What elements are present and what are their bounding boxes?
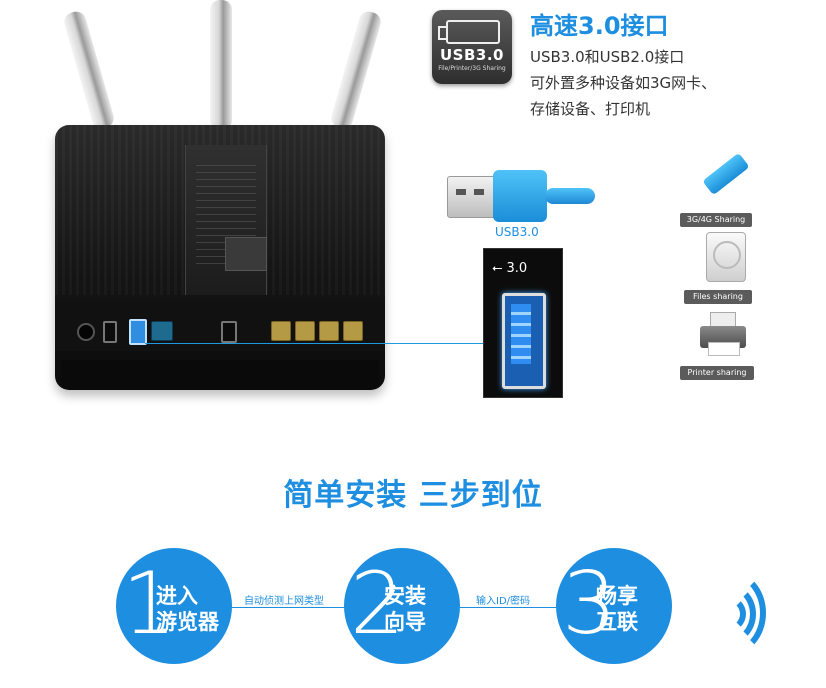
connector-line-2 <box>460 607 560 608</box>
connector-label-2: 输入ID/密码 <box>476 596 531 607</box>
router-image <box>55 125 385 390</box>
step-2-circle: 2 安装 向导 <box>344 548 460 664</box>
callout-line <box>145 343 495 344</box>
hard-disk-icon <box>706 232 746 282</box>
usb2-port <box>103 321 117 343</box>
step-2-line-1: 安装 <box>384 584 426 608</box>
connector-label-1: 自动侦测上网类型 <box>244 596 324 607</box>
step-3-circle: 3 畅享 互联 <box>556 548 672 664</box>
step-1-circle: 1 进入 游览器 <box>116 548 232 664</box>
usb-section-title: 高速3.0接口 <box>530 12 669 40</box>
reset-button <box>221 321 237 343</box>
usb-cable-wire <box>545 188 595 204</box>
router-base <box>61 360 379 390</box>
usb-logo-subtext: File/Printer/3G Sharing <box>438 65 506 72</box>
antenna-left <box>61 9 117 131</box>
lan-port-1 <box>271 321 291 341</box>
usb3-port-closeup: ⭠ 3.0 <box>483 248 563 398</box>
step-3-line-1: 畅享 <box>596 584 638 608</box>
usb-stick-icon <box>702 152 750 196</box>
lan-port-4 <box>343 321 363 341</box>
antenna-right <box>328 9 384 131</box>
device-tag-files: Files sharing <box>684 290 752 304</box>
usb-cable-body <box>493 170 547 222</box>
router-sticker <box>225 237 267 271</box>
step-3-line-2: 互联 <box>596 610 638 634</box>
usb-desc-line-2: 可外置多种设备如3G网卡、 <box>530 74 717 92</box>
usb-cable-plug-icon <box>447 176 499 218</box>
usb3-port <box>129 319 147 345</box>
usb-symbol-label: ⭠ 3.0 <box>492 261 528 276</box>
usb-desc-line-1: USB3.0和USB2.0接口 <box>530 48 685 66</box>
usb-desc-line-3: 存储设备、打印机 <box>530 100 651 118</box>
router-label-panel <box>185 145 267 295</box>
connector-line-1 <box>226 607 356 608</box>
step-2-line-2: 向导 <box>384 610 426 634</box>
step-1-line-1: 进入 <box>156 584 198 608</box>
usb3-logo-icon: USB3.0 File/Printer/3G Sharing <box>432 10 512 84</box>
wan-port <box>151 321 173 341</box>
power-port <box>77 323 95 341</box>
step-3-number: 3 <box>562 554 617 654</box>
usb-plug-icon <box>438 20 500 44</box>
usb3-port-icon <box>502 293 546 389</box>
usb-logo-text: USB3.0 <box>440 46 504 64</box>
printer-icon <box>700 312 746 356</box>
cable-label: USB3.0 <box>495 225 539 239</box>
install-headline: 简单安装 三步到位 <box>283 478 543 513</box>
step-1-number: 1 <box>122 554 177 654</box>
antenna-center <box>210 0 232 130</box>
step-1-line-2: 游览器 <box>156 610 219 634</box>
lan-port-3 <box>319 321 339 341</box>
step-2-number: 2 <box>350 554 405 654</box>
lan-port-2 <box>295 321 315 341</box>
device-tag-printer: Printer sharing <box>680 366 754 380</box>
device-tag-3g: 3G/4G Sharing <box>680 213 752 227</box>
